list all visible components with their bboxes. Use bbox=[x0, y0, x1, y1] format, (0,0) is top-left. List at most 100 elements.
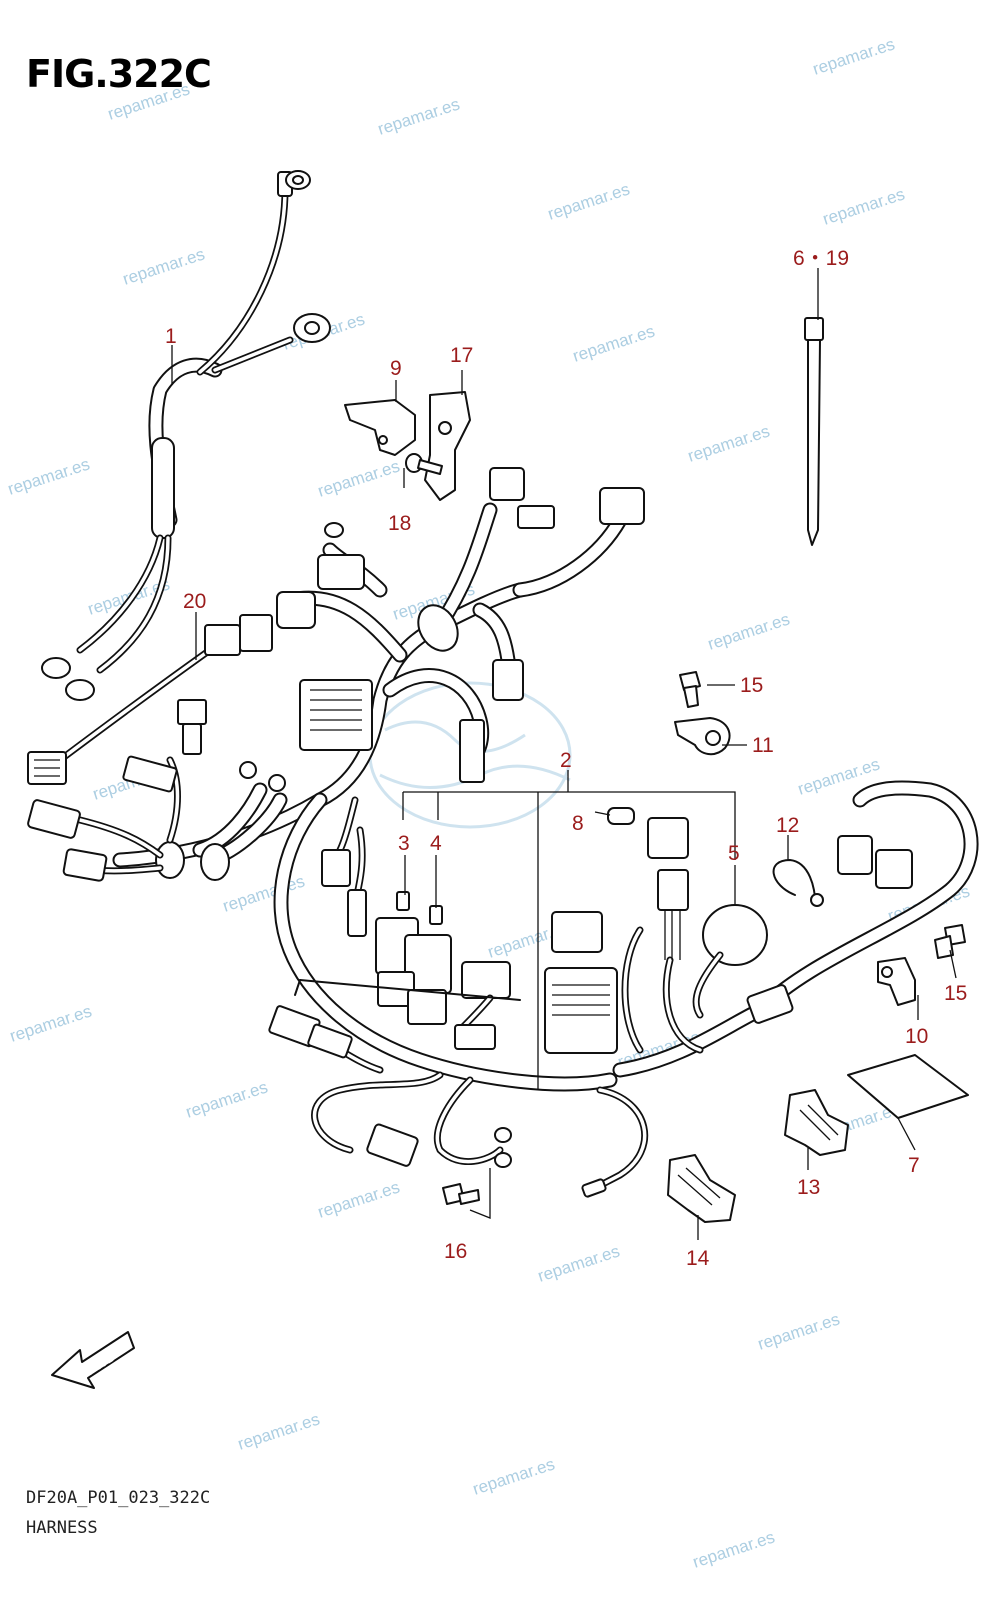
callout-10: 10 bbox=[905, 1025, 928, 1048]
callout-16: 16 bbox=[444, 1240, 467, 1263]
watermark: repamar.es bbox=[545, 179, 632, 223]
watermark: repamar.es bbox=[5, 454, 92, 498]
part-7-label bbox=[847, 1054, 969, 1151]
ecu-connector-icon bbox=[299, 679, 373, 751]
watermark: repamar.es bbox=[690, 1527, 777, 1571]
callout-17: 17 bbox=[450, 344, 473, 367]
connector-icon bbox=[122, 755, 178, 793]
holder-icon bbox=[784, 1089, 849, 1156]
ring-terminal-icon bbox=[293, 313, 331, 343]
main-harness bbox=[27, 467, 979, 1198]
watermark: repamar.es bbox=[105, 79, 192, 123]
callout-13: 13 bbox=[797, 1176, 820, 1199]
callout-15-lower: 15 bbox=[944, 982, 967, 1005]
clip-icon bbox=[772, 859, 816, 901]
part-6-19-tie-strap bbox=[804, 317, 824, 546]
callout-20: 20 bbox=[183, 590, 206, 613]
callout-12: 12 bbox=[776, 814, 799, 837]
watermark: repamar.es bbox=[315, 1177, 402, 1221]
figure-name: HARNESS bbox=[26, 1518, 98, 1538]
watermark: repamar.es bbox=[375, 94, 462, 138]
buzzer-icon bbox=[702, 904, 768, 966]
callout-7: 7 bbox=[908, 1154, 920, 1177]
label-sheet-icon bbox=[847, 1054, 969, 1119]
connector-icon bbox=[454, 1024, 496, 1050]
ring-terminal-icon bbox=[41, 657, 71, 679]
connector-icon bbox=[366, 1123, 419, 1167]
watermark: repamar.es bbox=[183, 1077, 270, 1121]
fuse-icon bbox=[429, 905, 443, 925]
part-2-relay-group bbox=[294, 770, 768, 1090]
connector-icon bbox=[657, 869, 689, 911]
connector-icon bbox=[492, 659, 524, 701]
watermark: repamar.es bbox=[685, 421, 772, 465]
callout-15-upper: 15 bbox=[740, 674, 763, 697]
part-13-14-holders bbox=[667, 1089, 849, 1223]
bracket-icon bbox=[424, 391, 471, 501]
connector-icon bbox=[321, 849, 351, 887]
part-15-11-12-10-clamps bbox=[674, 671, 966, 1006]
watermark: repamar.es bbox=[570, 321, 657, 365]
relay-icon bbox=[647, 817, 689, 859]
connector-icon bbox=[317, 554, 365, 590]
connector-icon bbox=[347, 889, 367, 937]
connector-icon bbox=[459, 719, 485, 783]
connector-icon bbox=[599, 487, 645, 525]
watermark: repamar.es bbox=[120, 244, 207, 288]
tie-strap-icon bbox=[804, 317, 824, 341]
leader-lines bbox=[171, 268, 957, 1240]
ring-terminal-icon bbox=[65, 679, 95, 701]
figure-title: FIG.322C bbox=[26, 52, 212, 96]
ring-terminal-icon bbox=[494, 1127, 512, 1143]
bracket-icon bbox=[877, 957, 916, 1006]
connector-icon bbox=[177, 699, 207, 725]
connector-icon bbox=[276, 591, 316, 629]
watermark: repamar.es bbox=[820, 184, 907, 228]
figure-code: DF20A_P01_023_322C bbox=[26, 1488, 211, 1508]
connector-icon bbox=[551, 911, 603, 953]
connector-icon bbox=[27, 799, 81, 839]
ring-terminal-icon bbox=[494, 1152, 512, 1168]
bracket-icon bbox=[344, 399, 416, 456]
connector-icon bbox=[461, 961, 511, 999]
grommet-icon bbox=[607, 807, 635, 825]
connector-icon bbox=[837, 835, 873, 875]
callout-8: 8 bbox=[572, 812, 584, 835]
connector-icon bbox=[746, 984, 794, 1024]
ecu-connector-icon bbox=[544, 967, 618, 1054]
holder-icon bbox=[667, 1154, 736, 1223]
callouts: 1 2 3 4 5 6・19 7 8 9 10 11 12 13 14 15 1… bbox=[165, 247, 967, 1270]
callout-4: 4 bbox=[430, 832, 442, 855]
watermark: repamar.es bbox=[470, 1454, 557, 1498]
part-16-bolt bbox=[442, 1168, 491, 1219]
connector-icon bbox=[489, 467, 525, 501]
callout-6-19: 6・19 bbox=[793, 247, 849, 270]
connector-icon bbox=[517, 505, 555, 529]
part-1-battery-cable bbox=[41, 170, 331, 701]
watermark: repamar.es bbox=[315, 456, 402, 500]
fuse-icon bbox=[396, 891, 410, 911]
connector-icon bbox=[875, 849, 913, 889]
clamp-icon bbox=[674, 717, 731, 756]
part-20-sub-harness bbox=[27, 614, 273, 785]
callout-18: 18 bbox=[388, 512, 411, 535]
fwd-arrow: FWD bbox=[51, 1331, 135, 1389]
ring-terminal-icon bbox=[239, 761, 257, 779]
ring-terminal-icon bbox=[268, 774, 286, 792]
callout-14: 14 bbox=[686, 1247, 710, 1270]
callout-9: 9 bbox=[390, 357, 402, 380]
watermark: repamar.es bbox=[220, 871, 307, 915]
callout-2: 2 bbox=[560, 749, 572, 772]
ring-terminal-icon bbox=[324, 522, 344, 538]
callout-5: 5 bbox=[728, 842, 740, 865]
watermark: repamar.es bbox=[810, 34, 897, 78]
part-9-17-18-brackets bbox=[344, 391, 471, 501]
watermark: repamar.es bbox=[7, 1001, 94, 1045]
connector-icon bbox=[62, 848, 108, 882]
ring-terminal-icon bbox=[285, 170, 311, 190]
watermark: repamar.es bbox=[235, 1409, 322, 1453]
watermark: repamar.es bbox=[755, 1309, 842, 1353]
fwd-arrow-icon bbox=[51, 1331, 135, 1389]
watermark: repamar.es bbox=[705, 609, 792, 653]
